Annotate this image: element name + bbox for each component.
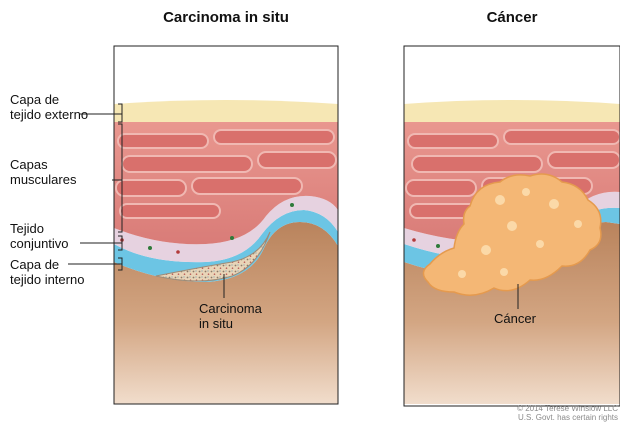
outer-tissue-layer [114,100,338,122]
title-carcinoma-in-situ: Carcinoma in situ [114,9,338,26]
panel-carcinoma-in-situ [114,46,338,404]
label-cancer: Cáncer [494,311,536,326]
label-muscle-layers: Capas musculares [10,157,76,187]
label-connective-tissue: Tejido conjuntivo [10,221,69,251]
outer-tissue-layer [404,100,620,122]
copyright-credit: © 2014 Terese Winslow LLC U.S. Govt. has… [498,404,618,422]
label-carcinoma-in-situ: Carcinoma in situ [199,301,262,331]
title-cancer: Cáncer [404,9,620,26]
label-outer-tissue-layer: Capa de tejido externo [10,92,88,122]
label-inner-tissue-layer: Capa de tejido interno [10,257,84,287]
panel-cancer [404,46,620,404]
